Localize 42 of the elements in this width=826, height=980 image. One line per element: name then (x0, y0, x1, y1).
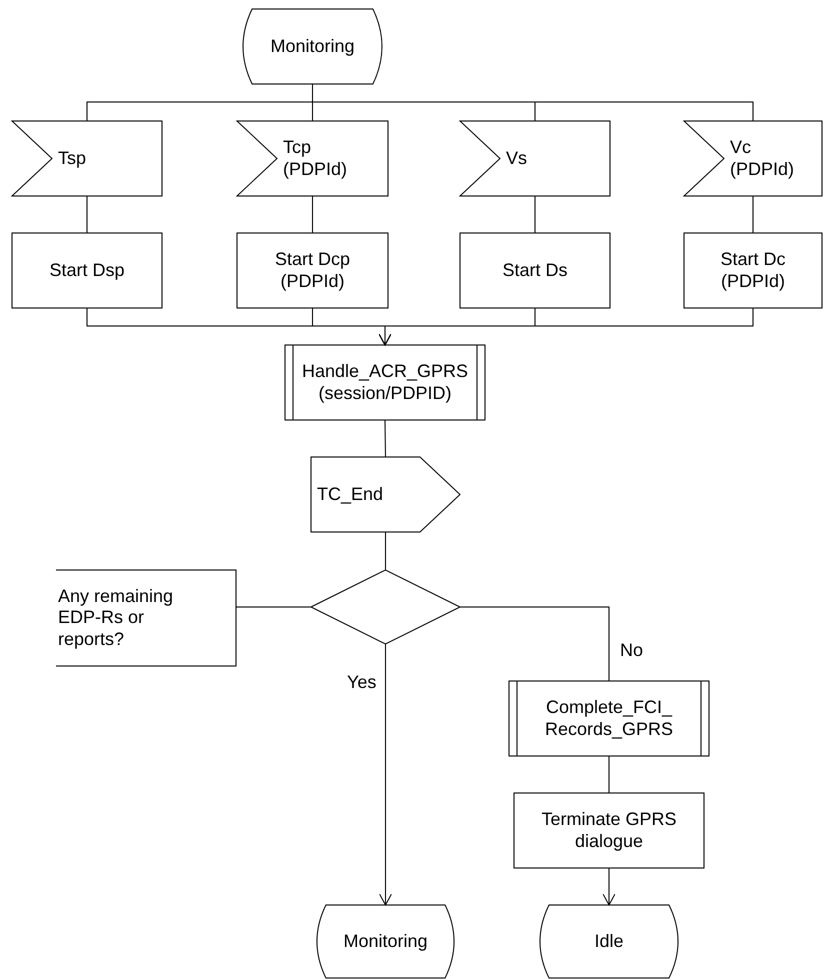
node-label: Tsp (58, 148, 86, 170)
input-signal-symbol (684, 121, 822, 196)
node-label: Any remaining EDP-Rs or reports? (58, 586, 174, 650)
connector-line (236, 606, 312, 608)
task-box (514, 793, 704, 868)
node-label: Idle (594, 930, 624, 952)
node-label: Vc (PDPId) (730, 136, 796, 180)
connector-line (86, 196, 88, 234)
connector-line (384, 420, 386, 458)
connector-line (385, 532, 386, 570)
input-signal-symbol (12, 121, 162, 196)
decision-diamond (311, 570, 460, 644)
procedure-box (509, 681, 709, 756)
node-label: Start Ds (502, 260, 568, 282)
node-label: Start Dcp (PDPId) (274, 248, 352, 292)
node-label: TC_End (317, 484, 384, 506)
task-box (237, 233, 388, 308)
output-signal-symbol (311, 457, 460, 532)
node-label: Vs (506, 148, 528, 170)
arrow (602, 868, 616, 906)
connector-line (534, 196, 536, 234)
node-label: Monitoring (343, 930, 428, 952)
node-label: Start Dsp (49, 260, 125, 282)
comment-box (56, 570, 236, 666)
task-box (460, 233, 610, 308)
node-label: Complete_FCI_ Records_GPRS (544, 696, 674, 740)
input-signal-symbol (460, 121, 610, 196)
input-signal-symbol (237, 121, 388, 196)
node-label: Terminate GPRS dialogue (540, 808, 678, 852)
arrow (378, 308, 754, 346)
connector-line (460, 606, 610, 682)
node-label: Tcp (PDPId) (283, 136, 348, 180)
task-box (684, 233, 822, 308)
node-label: Monitoring (270, 36, 355, 58)
connector-line (752, 196, 754, 234)
node-label: Handle_ACR_GPRS (session/PDPID) (300, 360, 470, 404)
node-label: Start Dc (PDPId) (719, 248, 786, 292)
procedure-box (285, 345, 485, 420)
connector-line (312, 196, 313, 234)
arrow (379, 644, 392, 906)
connector-line (608, 756, 610, 794)
task-box (12, 233, 162, 308)
